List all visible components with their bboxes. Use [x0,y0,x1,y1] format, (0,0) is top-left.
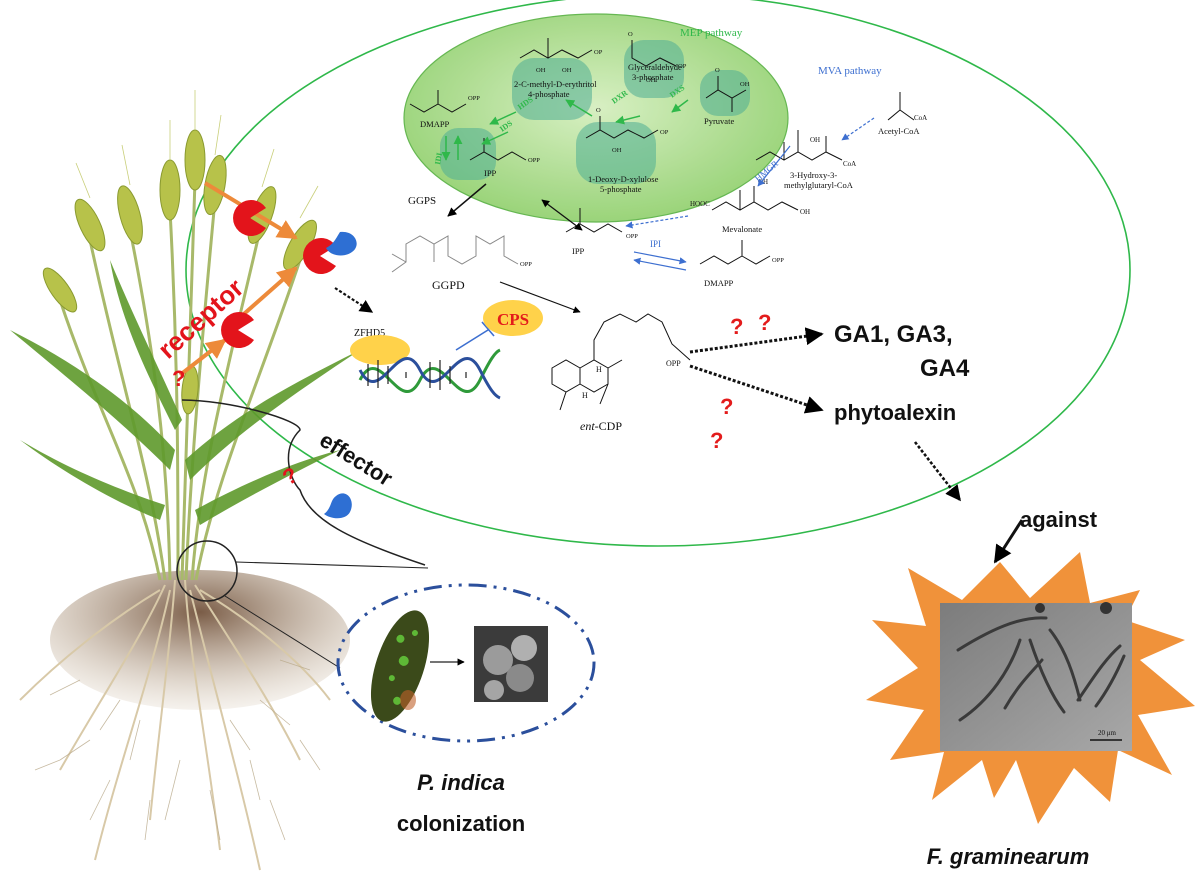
ent-cdp-h: H [582,391,588,400]
ggps-label: GGPS [408,195,436,207]
erythritol-label-1: 2-C-methyl-D-erythritol [514,79,597,89]
question-mark: ? [758,310,771,335]
pyruvate-label: Pyruvate [704,116,734,126]
fungal-spore-micrograph [940,603,1132,751]
plastid [403,13,789,223]
ent-cdp-opp: OPP [666,359,681,368]
mep-oh: OH [536,67,546,74]
colonization-label: colonization [397,811,525,836]
hmg-coa-label-2: methylglutaryl-CoA [784,180,854,190]
macroconidia [956,616,1126,722]
ent-cdp-h: H [596,365,602,374]
hmg-coa-label-1: 3-Hydroxy-3- [790,170,837,180]
glyceraldehyde-label-2: 3-phosphate [632,72,674,82]
effector-droplet-icon [326,231,357,256]
zoom-circle [176,540,238,602]
question-mark: ? [720,394,733,419]
deoxyxylulose-label-2: 5-phosphate [600,184,642,194]
ggpd-structure [391,235,519,273]
mevalonate-label: Mevalonate [722,224,762,234]
question-mark: ? [710,428,723,453]
ent-cdp-label: ent-CDP [580,419,622,433]
mep-title: MEP pathway [680,27,743,39]
mep-dmapp-label: DMAPP [420,119,450,129]
ggpd-opp: OPP [520,261,532,268]
scale-bar-label: 20 μm [1098,729,1117,737]
effector-path [181,399,426,566]
mep-oh: OH [612,147,622,154]
cps-label: CPS [497,310,529,329]
colonization-ellipse [336,583,596,743]
question-mark: ? [730,314,743,339]
mva-coa: CoA [914,114,927,122]
idi-label: IDI [433,152,444,165]
cell-boundary [185,0,1131,547]
cyt-opp: OPP [626,233,638,240]
spore-sem-image [474,626,548,702]
acetyl-coa-label: Acetyl-CoA [878,126,920,136]
mep-opp: OPP [468,95,480,102]
mva-ipp-label: IPP [572,246,585,256]
mep-o: O [596,107,601,114]
zfhd5-label: ZFHD5 [354,328,385,339]
mep-oh: OH [740,81,750,88]
mep-o: O [628,31,633,38]
mva-coa: CoA [843,160,856,168]
mep-ipp-label: IPP [484,168,497,178]
zfhd5-protein [350,335,410,365]
against-label: against [1020,507,1098,532]
effector-droplet-icon [324,493,352,519]
mva-oh: OH [810,136,820,144]
dna-helix-icon [358,348,501,400]
mep-structures [409,38,747,161]
wheat-plant [10,90,360,871]
mva-oh: OH [800,208,810,216]
mva-title: MVA pathway [818,65,882,77]
root-fluorescence-image [370,610,430,722]
mva-structures [565,92,915,265]
cyt-opp: OPP [772,257,784,264]
colonization-species: P. indica [417,770,505,795]
question-mark: ? [172,366,185,391]
ent-cdp-structure [551,313,691,411]
ga-products-line2: GA4 [920,355,970,382]
ipi-label: IPI [650,239,661,249]
ggpd-label: GGPD [432,278,465,292]
erythritol-label-2: 4-phosphate [528,89,570,99]
cps-enzyme [483,300,543,336]
mep-op: OP [678,63,687,70]
ga-products-line1: GA1, GA3, [834,321,953,348]
mep-op: OP [660,129,669,136]
mep-op: OP [594,49,603,56]
phytoalexin-label: phytoalexin [834,400,956,425]
deoxyxylulose-label-1: 1-Deoxy-D-xylulose [588,174,659,184]
mva-dmapp-label: DMAPP [704,278,734,288]
mva-hooc: HOOC [690,200,710,208]
mep-o: O [715,67,720,74]
mep-oh: OH [646,77,656,84]
receptor-icons [221,200,336,348]
mep-oh: OH [562,67,572,74]
glyceraldehyde-label-1: Glyceraldehyde [628,62,682,72]
pathogen-name: F. graminearum [927,844,1090,869]
mep-opp: OPP [528,157,540,164]
